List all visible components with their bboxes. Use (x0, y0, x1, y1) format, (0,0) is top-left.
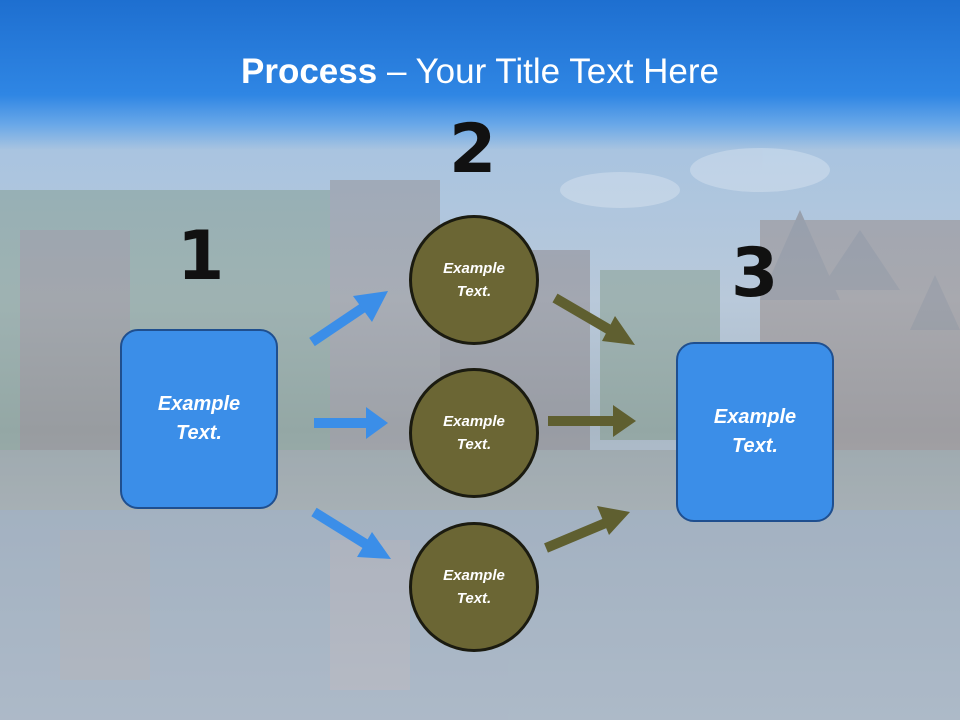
arrow-bottom-to-right-icon (544, 506, 630, 553)
step-number-1: 1 (177, 217, 225, 296)
arrow-left-to-middle-icon (314, 407, 388, 439)
circle-middle-line1: Example (443, 413, 505, 430)
circle-bottom-line1: Example (443, 567, 505, 584)
step-number-2: 2 (449, 110, 497, 189)
right-box-line1: Example (713, 406, 797, 428)
title-rest: – Your Title Text Here (377, 52, 719, 91)
circle-top-line2: Text. (456, 283, 492, 300)
left-box-line1: Example (157, 393, 241, 415)
arrow-top-to-right-icon (552, 293, 635, 345)
right-box-line2: Text. (732, 435, 778, 457)
left-box-line2: Text. (176, 422, 222, 444)
arrow-left-to-top-icon (309, 291, 388, 347)
arrow-middle-to-right-icon (548, 405, 636, 437)
circle-bottom-line2: Text. (456, 590, 492, 607)
step-number-3: 3 (731, 234, 779, 313)
arrow-left-to-bottom-icon (311, 507, 391, 559)
circle-top-line1: Example (443, 260, 505, 277)
slide-title: Process – Your Title Text Here (0, 52, 960, 92)
circle-middle-line2: Text. (456, 436, 492, 453)
title-bold: Process (241, 52, 378, 91)
